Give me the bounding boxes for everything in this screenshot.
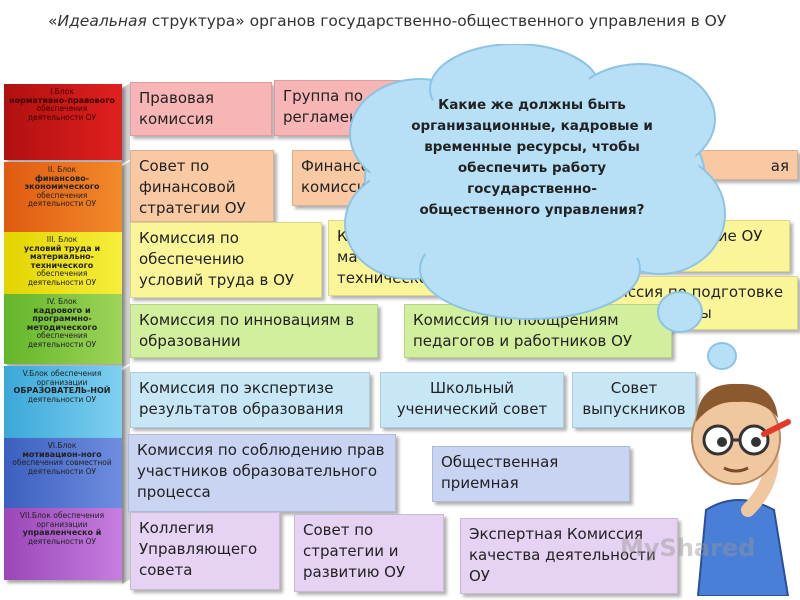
block-6-tail: обеспечения совместной деятельности ОУ bbox=[12, 458, 112, 476]
rights-commission-box: Комиссия по соблюдению прав участников о… bbox=[128, 434, 396, 512]
block-6-bold: мотивацион-ного bbox=[22, 449, 102, 459]
block-3-work-conditions: III. Блок условий труда и материально-те… bbox=[4, 232, 122, 294]
block-4-head: IV. Блок bbox=[46, 297, 78, 306]
block-1-bold: нормативно-правового bbox=[9, 95, 115, 105]
financial-council-box: Совет по финансовой стратегии ОУ bbox=[130, 150, 274, 222]
block-2-bold: финансово-экономического bbox=[24, 173, 100, 192]
block-2-financial: II. Блок финансово-экономического обеспе… bbox=[4, 162, 122, 232]
block-3-tail: обеспечения деятельности ОУ bbox=[27, 269, 97, 287]
public-reception-box: Общественная приемная bbox=[432, 446, 630, 502]
block-6-head: VI.Блок bbox=[47, 441, 77, 450]
title-rest: структура» органов государственно-общест… bbox=[146, 12, 727, 30]
block-5-tail: деятельности ОУ bbox=[27, 394, 97, 404]
block-1-tail: обеспечения деятельности ОУ bbox=[27, 104, 97, 122]
cloud-question: Какие же должны быть организационные, ка… bbox=[411, 97, 653, 218]
block-4-staff: IV. Блок кадрового и программно-методиче… bbox=[4, 294, 122, 364]
thought-bubbles bbox=[657, 291, 737, 370]
innovations-commission-box: Комиссия по инновациям в образовании bbox=[130, 304, 378, 358]
thought-cloud bbox=[344, 44, 726, 320]
block-7-management: VII.Блок обеспечения организации управле… bbox=[4, 508, 122, 580]
block-7-tail: деятельности ОУ bbox=[27, 536, 97, 546]
block-3-head: III. Блок bbox=[46, 235, 78, 244]
block-2-head: II. Блок bbox=[47, 165, 77, 174]
title-open-quote: « bbox=[48, 12, 58, 30]
block-2-tail: обеспечения деятельности ОУ bbox=[27, 190, 97, 209]
block-4-bold: кадрового и программно-методического bbox=[26, 305, 98, 332]
block-5-head: V.Блок обеспечения организации bbox=[22, 369, 102, 387]
legal-commission-box: Правовая комиссия bbox=[130, 82, 272, 136]
graduates-council-box: Совет выпускников bbox=[572, 372, 696, 428]
watermark: MyShared bbox=[620, 534, 756, 562]
block-7-head: VII.Блок обеспечения организации bbox=[19, 511, 105, 529]
block-5-educational: V.Блок обеспечения организации ОБРАЗОВАТ… bbox=[4, 366, 122, 438]
block-6-motivation: VI.Блок мотивацион-ного обеспечения совм… bbox=[4, 438, 122, 508]
student-council-box: Школьный ученический совет bbox=[380, 372, 564, 428]
quality-commission-box: Экспертная Комиссия качества деятельност… bbox=[460, 518, 678, 594]
expertise-commission-box: Комиссия по экспертизе результатов образ… bbox=[130, 372, 370, 428]
block-7-bold: управленческо й bbox=[22, 528, 102, 538]
thinking-boy-illustration bbox=[691, 383, 791, 596]
board-box: Коллегия Управляющего совета bbox=[130, 512, 280, 590]
block-3-bold: условий труда и материально-технического bbox=[23, 243, 101, 270]
work-conditions-commission-box: Комиссия по обеспечению условий труда в … bbox=[130, 222, 322, 298]
page-title: «Идеальная структура» органов государств… bbox=[48, 12, 788, 30]
block-5-bold: ОБРАЗОВАТЕЛЬ-НОЙ bbox=[13, 386, 111, 396]
title-italic: Идеальная bbox=[57, 12, 147, 30]
block-4-tail: обеспечения деятельности ОУ bbox=[27, 331, 97, 349]
block-1-legal: I.Блок нормативно-правового обеспечения … bbox=[4, 84, 122, 160]
strategy-council-box: Совет по стратегии и развитию ОУ bbox=[294, 514, 444, 592]
block-1-head: I.Блок bbox=[50, 87, 74, 96]
